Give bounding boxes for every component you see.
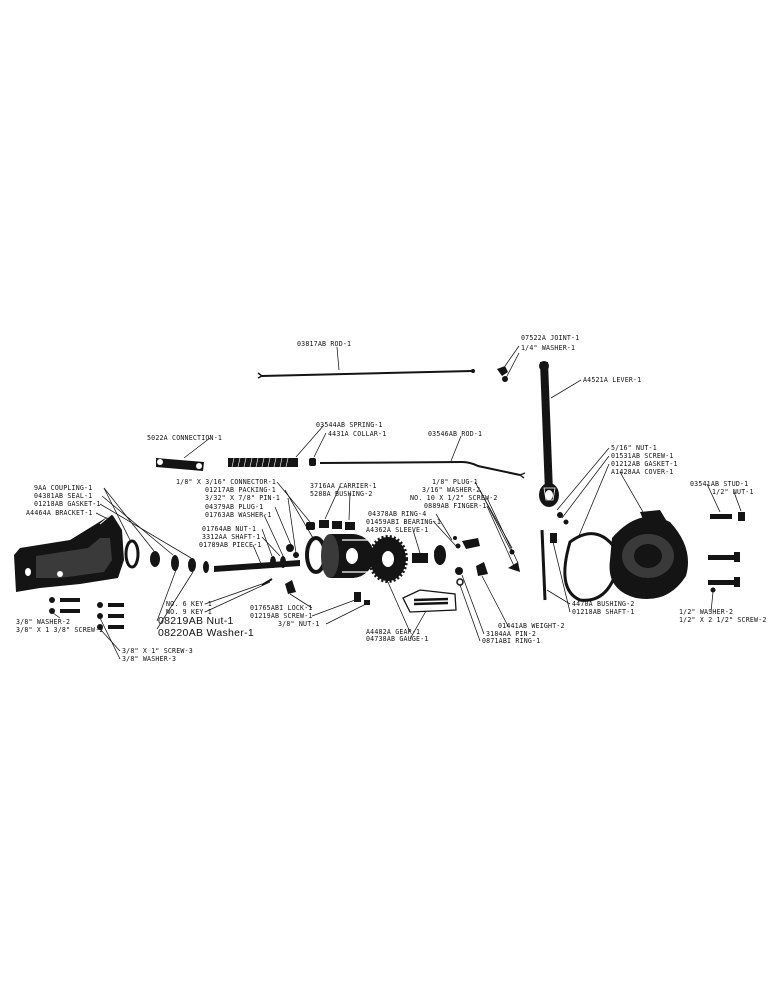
label-nut-right-upper: 5/16" NUT-1 [611, 444, 657, 452]
shaft-3312-part [214, 544, 300, 572]
part-labels: 03817AB ROD-1 07522A JOINT-1 1/4" WASHER… [16, 334, 767, 663]
rod-03546-part [319, 460, 526, 479]
label-rod-03546: 03546AB ROD-1 [428, 430, 482, 438]
label-nut-08219: 08219AB Nut-1 [158, 615, 234, 627]
label-carrier: 3716AA CARRIER-1 [310, 482, 377, 490]
label-washer-08220: 08220AB Washer-1 [158, 627, 254, 639]
bracket-screws-part [49, 597, 124, 630]
label-washer-left: 3/8" WASHER-2 [16, 618, 70, 626]
label-bracket: A4464A BRACKET-1 [26, 509, 93, 517]
label-nut-01764: 01764AB NUT-1 [202, 525, 256, 533]
label-screw-no10: NO. 10 X 1/2" SCREW-2 [410, 494, 498, 502]
lever-part [539, 361, 559, 507]
label-coupling: 9AA COUPLING-1 [34, 484, 92, 492]
label-lock: 01765ABI LOCK-1 [250, 604, 313, 612]
rod-03817-part [257, 369, 475, 379]
governor-body-part [321, 534, 374, 578]
right-assembly-part [540, 510, 688, 602]
seal-part [150, 551, 160, 567]
label-washer-01763: 01763AB WASHER-1 [205, 511, 272, 519]
label-weight: 01441AB WEIGHT-2 [498, 622, 565, 630]
label-screw-01531: 01531AB SCREW-1 [611, 452, 674, 460]
label-piece: 01789AB PIECE-1 [199, 541, 262, 549]
label-pin-3184: 3184AA PIN-2 [486, 630, 536, 638]
ring-04378-part [434, 545, 446, 565]
label-shaft-3312: 3312AA SHAFT-1 [202, 533, 260, 541]
label-gasket-01212: 01212AB GASKET-1 [611, 460, 678, 468]
label-lever: A4521A LEVER-1 [583, 376, 641, 384]
label-gauge: 04738AB GAUGE-1 [366, 635, 429, 643]
label-washer-quarter-top: 1/4" WASHER-1 [521, 344, 575, 352]
label-bearing: 01459ABI BEARING-1 [366, 518, 441, 526]
label-connection: 5022A CONNECTION-1 [147, 434, 222, 442]
label-stud: 03541AB STUD-1 [690, 480, 748, 488]
label-washer-half-right: 1/2" WASHER-2 [679, 608, 733, 616]
label-shaft-01218: 01218AB SHAFT-1 [572, 608, 635, 616]
label-connector: 1/8" X 3/16" CONNECTOR-1 [176, 478, 276, 486]
label-bushing-4470: 4470A BUSHING-2 [572, 600, 635, 608]
spring-part [228, 457, 298, 468]
label-screw-half-right: 1/2" X 2 1/2" SCREW-2 [679, 616, 767, 624]
label-seal: 04381AB SEAL-1 [34, 492, 92, 500]
sleeve-part [412, 553, 428, 563]
label-sleeve: A4362A SLEEVE-1 [366, 526, 429, 534]
connection-part [156, 458, 204, 471]
label-finger: 0889AB FINGER-1 [424, 502, 487, 510]
bracket-part [14, 513, 124, 592]
label-ring-04378: 04378AB RING-4 [368, 510, 426, 518]
leader-lines [52, 345, 742, 660]
collar-part [309, 458, 316, 466]
label-collar: 4431A COLLAR-1 [328, 430, 386, 438]
label-rod-03817: 03817AB ROD-1 [297, 340, 351, 348]
label-nut-half-right: 1/2" NUT-1 [712, 488, 754, 496]
label-cover: A1428AA COVER-1 [611, 468, 674, 476]
lock-part [285, 580, 370, 605]
label-gasket-01218: 01218AB GASKET-1 [34, 500, 101, 508]
gasket-01218-part [171, 555, 179, 571]
carrier-part [319, 520, 355, 530]
label-washer-3-8-3: 3/8" WASHER-3 [122, 655, 176, 663]
label-gear: A4482A GEAR-1 [366, 628, 420, 636]
gear-part [368, 535, 408, 583]
label-key-no9: NO. 9 KEY-1 [166, 608, 212, 616]
joint-part [497, 366, 508, 382]
stud-screws-part [708, 512, 745, 593]
label-washer-3-16: 3/16" WASHER-2 [422, 486, 480, 494]
label-nut-3-8: 3/8" NUT-1 [278, 620, 320, 628]
finger-part [455, 538, 520, 586]
label-spring: 03544AB SPRING-1 [316, 421, 383, 429]
coupling-ring-part [124, 539, 140, 569]
label-pin-3-32: 3/32" X 7/8" PIN-1 [205, 494, 280, 502]
label-plug-04379: 04379AB PLUG-1 [205, 503, 263, 511]
label-plug-eighth: 1/8" PLUG-1 [432, 478, 478, 486]
gauge-part [402, 589, 457, 613]
label-bushing-5288: 5288A BUSHING-2 [310, 490, 373, 498]
label-screw-01219: 01219AB SCREW-1 [250, 612, 313, 620]
label-packing: 01217AB PACKING-1 [205, 486, 276, 494]
label-key-no6: NO. 6 KEY-1 [166, 600, 212, 608]
seal-small-part [188, 558, 196, 572]
label-ring-0871: 0871ABI RING-1 [482, 637, 540, 645]
label-screw-3-8-1: 3/8" X 1" SCREW-3 [122, 647, 193, 655]
connector-part [306, 522, 315, 530]
ring-small-part [203, 561, 209, 573]
key-part [261, 578, 273, 586]
label-screw-left: 3/8" X 1 3/8" SCREW-2 [16, 626, 104, 634]
label-joint: 07522A JOINT-1 [521, 334, 579, 342]
